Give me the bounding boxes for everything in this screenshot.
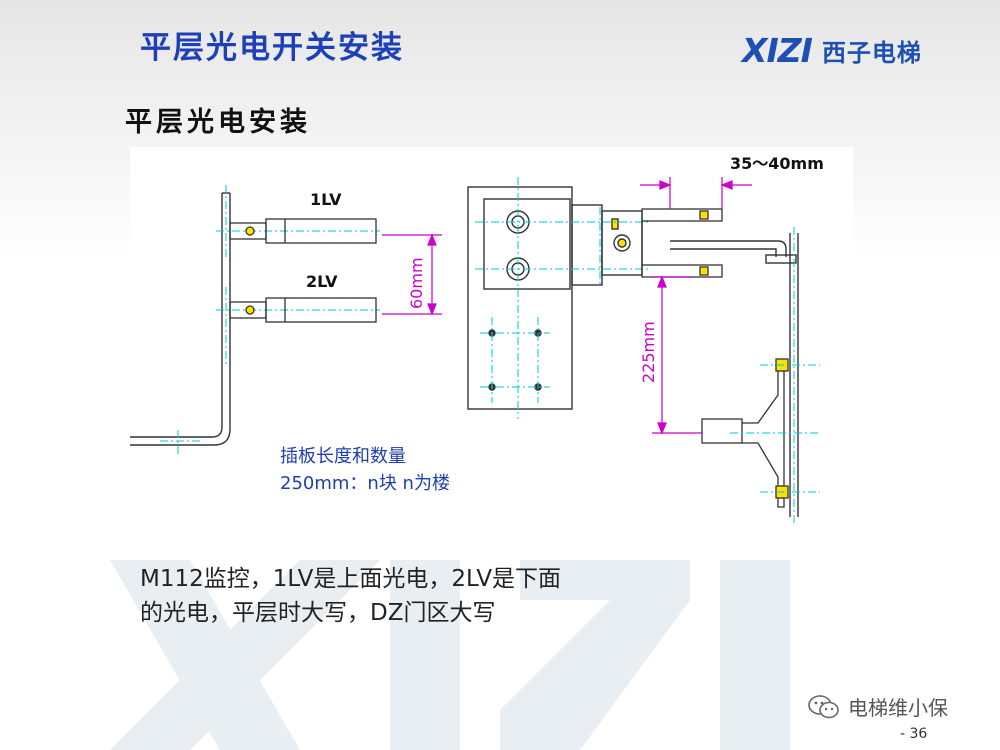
right-rail [670,233,799,517]
wechat-account-name: 电梯维小保 [848,696,948,720]
sensor-fork [641,208,723,278]
right-centerlines [730,227,820,523]
logo-mark: XIZI [742,30,813,70]
logo-company-name: 西子电梯 [821,38,922,67]
dimension-225mm-label: 225mm [639,321,658,383]
slide-title: 平层光电开关安装 [140,30,404,66]
sensor-1lv [229,218,377,244]
dimension-35-40mm-label: 35～40mm [730,154,824,173]
plate-centerlines [475,177,650,419]
label-1lv: 1LV [310,190,342,209]
installation-drawing: 1LV 2LV 60mm 插板长度和数量 250mm：n块 n为楼 [130,147,853,527]
page-number: - 36 [900,726,928,742]
section-subtitle: 平层光电安装 [125,107,311,138]
note-line1: 插板长度和数量 [280,446,406,467]
caption-line2: 的光电，平层时大写，DZ门区大写 [140,600,496,626]
wechat-source: 电梯维小保 [808,692,948,721]
mounting-plate [467,186,643,410]
dimension-35-40mm [640,177,752,209]
dimension-60mm-label: 60mm [407,257,426,309]
note-line2: 250mm：n块 n为楼 [280,473,450,494]
dimension-225mm [652,275,702,435]
left-bracket [130,192,231,446]
wechat-icon [808,694,839,718]
dimension-60mm [382,233,442,316]
left-centerlines [160,185,380,457]
sensor-2lv [229,297,377,323]
caption-line1: M112监控，1LV是上面光电，2LV是下面 [140,566,562,592]
lower-bracket [701,358,789,508]
caption: M112监控，1LV是上面光电，2LV是下面 的光电，平层时大写，DZ门区大写 [140,562,700,630]
label-2lv: 2LV [306,272,338,291]
company-logo: XIZI 西子电梯 [742,30,922,70]
